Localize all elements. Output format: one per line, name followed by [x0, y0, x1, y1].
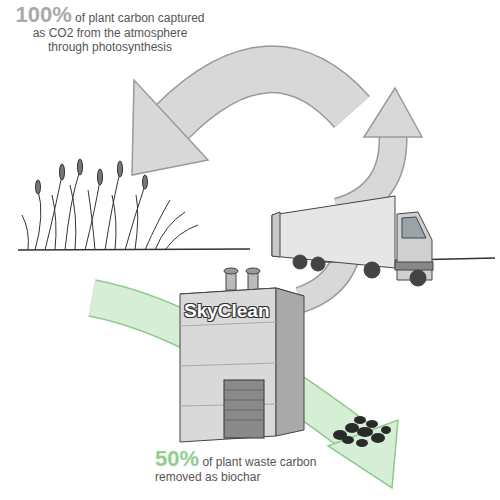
- door: [224, 380, 264, 438]
- arrow-head: [132, 80, 208, 175]
- building-front: [180, 288, 276, 442]
- chimney-cap: [224, 268, 238, 274]
- building-side: [276, 288, 304, 436]
- building-name: SkyClean: [184, 300, 270, 322]
- arrow-head: [328, 420, 398, 488]
- cycle-arrow: [172, 69, 352, 122]
- door-slats: [224, 390, 264, 420]
- caption-block: 50% of plant waste carbon removed as bio…: [155, 448, 355, 484]
- grass: [22, 159, 198, 250]
- percent-figure: 100%: [15, 2, 71, 27]
- percent-figure: 50%: [155, 446, 199, 471]
- biochar-pile: [333, 416, 391, 447]
- building-outline: [176, 266, 308, 444]
- building-node: SkyClean: [176, 266, 308, 444]
- arrow-head: [364, 88, 422, 137]
- truck: [272, 196, 433, 286]
- cycle-arrow: [172, 69, 352, 122]
- chimney-cap: [246, 268, 260, 274]
- caption-block: 100% of plant carbon captured as CO2 fro…: [14, 4, 206, 54]
